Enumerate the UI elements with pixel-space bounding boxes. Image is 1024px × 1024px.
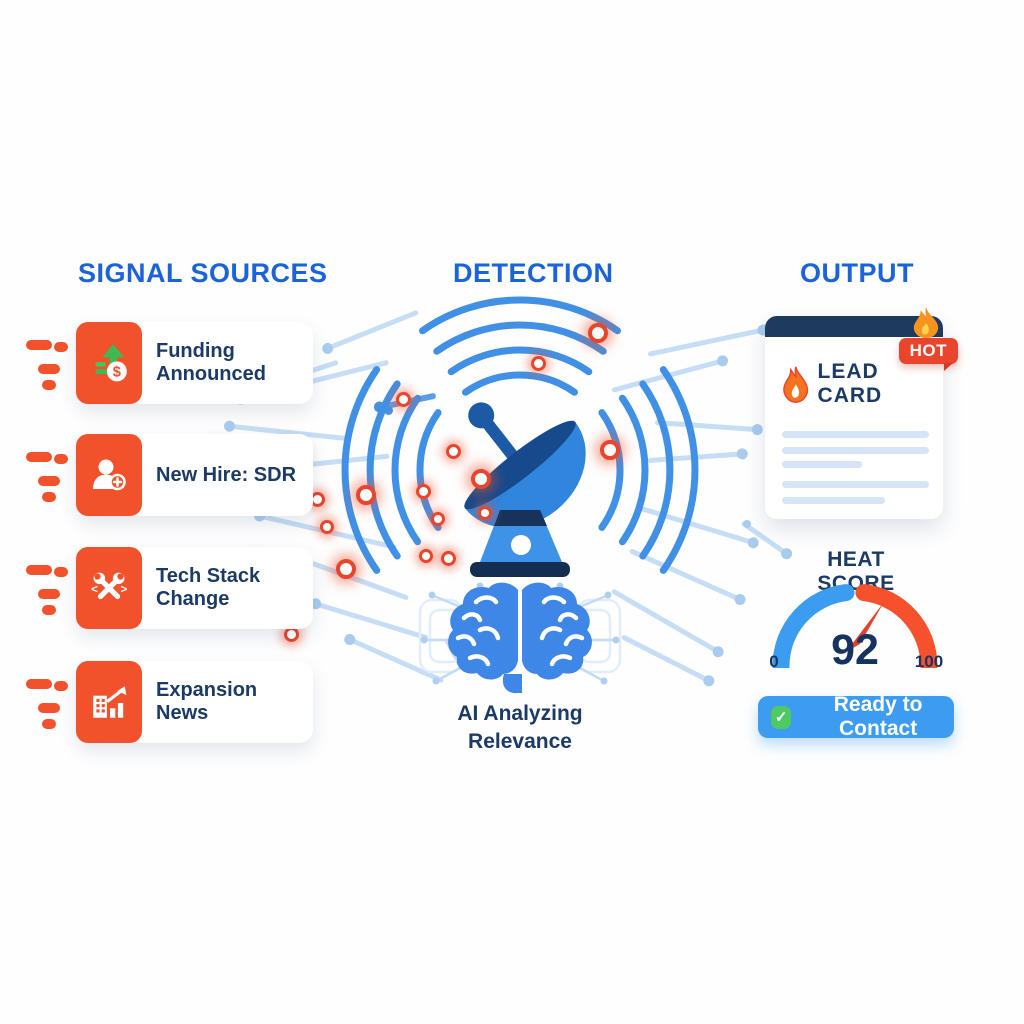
- speed-dash: [42, 380, 56, 390]
- gauge-value: 92: [831, 626, 879, 674]
- speed-dash: [26, 452, 52, 462]
- speed-dash: [54, 342, 68, 352]
- placeholder-line: [782, 431, 929, 438]
- gauge-needle: [846, 602, 884, 652]
- placeholder-line: [782, 461, 862, 468]
- gauge-min: 0: [769, 652, 779, 671]
- signal-card-label: New Hire: SDR: [156, 463, 297, 486]
- speed-dash: [26, 679, 52, 689]
- heat-gauge: [772, 584, 938, 668]
- signal-dot: [336, 559, 356, 579]
- signal-card-funding: $ Funding Announced: [26, 322, 313, 404]
- flame-peek-icon: [913, 307, 939, 338]
- speed-dash: [26, 565, 52, 575]
- speed-dash: [54, 567, 68, 577]
- signal-end-dot: [384, 406, 393, 415]
- satellite-dish-icon: [464, 402, 586, 577]
- radar-waves-icon: [341, 296, 699, 574]
- signal-dot: [441, 551, 456, 566]
- placeholder-line: [782, 497, 885, 504]
- hot-badge: HOT: [898, 338, 958, 371]
- signal-dot: [478, 506, 492, 520]
- signal-dot: [356, 485, 376, 505]
- speed-dash: [54, 454, 68, 464]
- signal-card-label: Tech Stack Change: [156, 565, 261, 610]
- speed-dash: [42, 605, 56, 615]
- signal-dot: [416, 484, 431, 499]
- speed-dash: [38, 476, 60, 486]
- placeholder-line: [782, 447, 929, 454]
- signal-dot: [588, 323, 608, 343]
- ai-analyzing-label-line1: AI Analyzing: [457, 702, 583, 725]
- section-title-detection: DETECTION: [453, 258, 614, 288]
- section-title-signal-sources: SIGNAL SOURCES: [78, 258, 328, 288]
- funding-growth-icon: $: [76, 322, 142, 404]
- signal-dot: [320, 520, 334, 534]
- section-title-output: OUTPUT: [800, 258, 914, 288]
- signal-dot: [396, 392, 411, 407]
- check-icon: ✓: [771, 705, 792, 729]
- ready-to-contact-button[interactable]: ✓ Ready to Contact: [758, 693, 954, 740]
- placeholder-line: [782, 481, 929, 488]
- flame-icon: [783, 366, 809, 403]
- speed-dash: [26, 340, 52, 350]
- chevron-right-symbol: >: [121, 584, 128, 596]
- cta-label: Ready to Contact: [833, 693, 923, 740]
- lead-card: HOT LEAD CARD: [765, 307, 958, 519]
- speed-dash: [38, 703, 60, 713]
- new-hire-icon: [76, 434, 142, 516]
- gauge-max: 100: [914, 652, 944, 671]
- speed-dash: [38, 364, 60, 374]
- signal-card-label: Expansion News: [156, 679, 258, 724]
- signal-dot: [471, 469, 491, 489]
- speed-dash: [38, 589, 60, 599]
- signal-card-tech-stack: < > Tech Stack Change: [26, 547, 313, 629]
- signal-card-label: Funding Announced: [156, 340, 266, 385]
- signal-dot: [419, 549, 433, 563]
- signal-end-dot: [743, 520, 751, 528]
- dollar-symbol: $: [113, 365, 121, 381]
- chevron-left-symbol: <: [91, 584, 98, 596]
- speed-dash: [42, 719, 56, 729]
- signal-dot: [446, 444, 461, 459]
- signal-dot: [531, 356, 546, 371]
- speed-dash: [42, 492, 56, 502]
- signal-dot: [600, 440, 620, 460]
- signal-dot: [431, 512, 445, 526]
- lead-card-title: LEAD CARD: [817, 360, 883, 407]
- signal-card-new-hire: New Hire: SDR: [26, 434, 313, 516]
- signal-dot: [284, 627, 299, 642]
- signal-card-expansion: Expansion News: [26, 661, 313, 743]
- tech-stack-icon: < >: [76, 547, 142, 629]
- expansion-news-icon: [76, 661, 142, 743]
- lead-card-topbar: [765, 316, 943, 337]
- ai-brain-icon: [418, 582, 622, 694]
- ai-analyzing-label-line2: Relevance: [468, 730, 572, 753]
- speed-dash: [54, 681, 68, 691]
